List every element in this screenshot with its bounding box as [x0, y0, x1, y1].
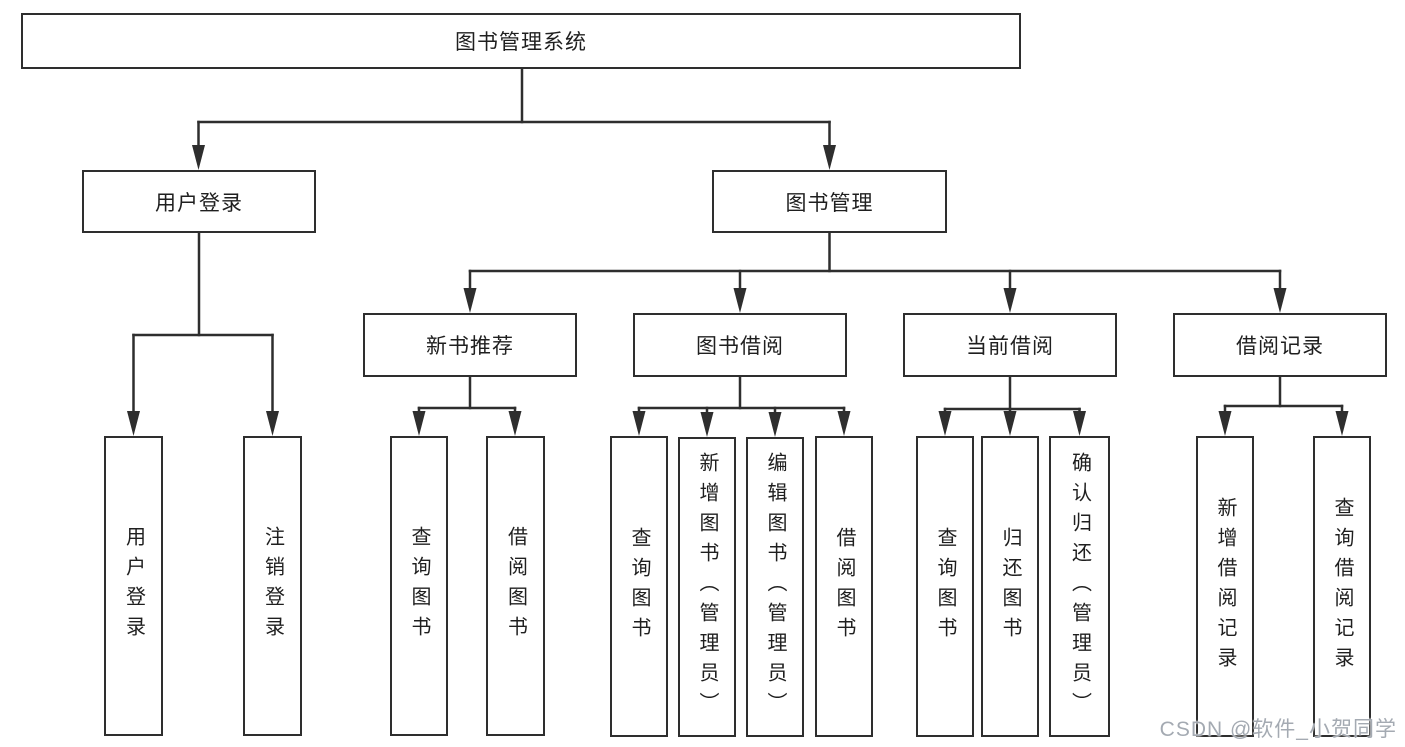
node-logout: 注销登录: [243, 436, 302, 736]
node-query-books-under-borrowing: 查询图书: [610, 436, 668, 737]
node-add-borrowing-record: 新增借阅记录: [1196, 436, 1254, 737]
node-return-books: 归还图书: [981, 436, 1039, 737]
node-borrow-books-under-borrowing: 借阅图书: [815, 436, 873, 737]
node-current-borrowing: 当前借阅: [903, 313, 1117, 377]
node-user-login: 用户登录: [82, 170, 316, 233]
node-new-book-recommendation: 新书推荐: [363, 313, 577, 377]
node-confirm-return-admin: 确认归还（管理员）: [1049, 436, 1110, 737]
node-library-management-system: 图书管理系统: [21, 13, 1021, 69]
node-edit-books-admin: 编辑图书（管理员）: [746, 437, 804, 737]
node-book-management: 图书管理: [712, 170, 947, 233]
node-query-books-under-recommendation: 查询图书: [390, 436, 448, 736]
node-query-borrowing-record: 查询借阅记录: [1313, 436, 1371, 737]
node-add-books-admin: 新增图书（管理员）: [678, 437, 736, 737]
node-query-books-under-current: 查询图书: [916, 436, 974, 737]
node-borrow-books-under-recommendation: 借阅图书: [486, 436, 545, 736]
csdn-watermark: CSDN @软件_小贺同学: [1159, 718, 1397, 741]
node-user-login-leaf: 用户登录: [104, 436, 163, 736]
node-borrowing-records: 借阅记录: [1173, 313, 1387, 377]
node-book-borrowing: 图书借阅: [633, 313, 847, 377]
